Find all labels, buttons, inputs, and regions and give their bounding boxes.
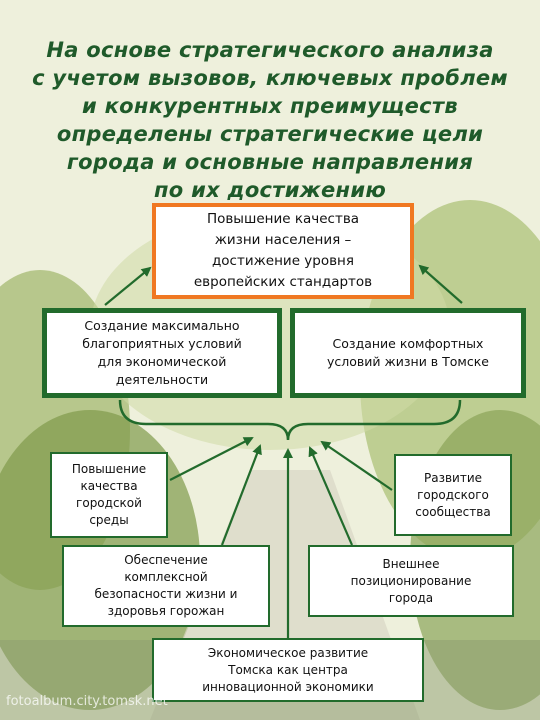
title-line: и конкурентных преимуществ (82, 94, 458, 118)
direction-line: среды (89, 513, 129, 527)
goal-line: достижение уровня (211, 253, 355, 269)
direction-line: здоровья горожан (107, 604, 225, 618)
direction-line: Обеспечение (124, 553, 208, 567)
brace (118, 399, 462, 441)
direction-line: Развитие (423, 470, 482, 485)
direction-line: Внешнее (382, 556, 440, 571)
goal-line: Повышение качества (206, 211, 360, 227)
page-title: На основе стратегического анализа с учет… (10, 36, 530, 204)
direction-line: Повышение (71, 462, 147, 476)
direction-box-economic-development: Экономическое развитие Томска как центра… (152, 638, 424, 702)
title-line: с учетом вызовов, ключевых проблем (32, 66, 508, 90)
title-line: по их достижению (153, 178, 387, 202)
direction-line: позиционирование (350, 573, 472, 588)
arrow-objective-right (418, 264, 463, 304)
direction-line: города (388, 590, 434, 605)
arrow-direction-2 (320, 440, 393, 491)
direction-line: инновационной экономики (202, 679, 374, 694)
objective-line: Создание максимально (84, 318, 240, 333)
title-line: определены стратегические цели (56, 122, 484, 146)
objective-box-economic: Создание максимально благоприятных услов… (42, 308, 282, 398)
objective-box-living: Создание комфортных условий жизни в Томс… (290, 308, 526, 398)
objective-line: деятельности (115, 372, 209, 387)
objective-line: Создание комфортных (332, 336, 484, 351)
direction-box-community: Развитие городского сообщества (394, 454, 512, 536)
goal-line: европейских стандартов (193, 274, 373, 290)
direction-line: сообщества (415, 504, 491, 519)
arrow-direction-4 (308, 446, 354, 546)
direction-line: комплексной (124, 570, 208, 584)
objective-line: благоприятных условий (82, 336, 242, 351)
arrow-objective-left (104, 266, 152, 306)
direction-line: Экономическое развитие (207, 645, 369, 660)
direction-box-urban-environment: Повышение качества городской среды (50, 452, 168, 538)
direction-line: безопасности жизни и (94, 587, 238, 601)
direction-line: Томска как центра (228, 662, 348, 677)
direction-box-positioning: Внешнее позиционирование города (308, 545, 514, 617)
direction-box-safety: Обеспечение комплексной безопасности жиз… (62, 545, 270, 627)
objective-line: условий жизни в Томске (327, 354, 489, 369)
goal-line: жизни населения – (214, 232, 352, 248)
direction-line: городского (417, 487, 489, 502)
arrow-direction-1 (169, 437, 254, 481)
objective-line: для экономической (97, 354, 227, 369)
direction-line: городской (76, 496, 142, 510)
direction-line: качества (80, 479, 138, 493)
watermark-text: fotoalbum.city.tomsk.net (6, 694, 168, 709)
strategic-goal-box: Повышение качества жизни населения – дос… (152, 203, 414, 299)
title-line: На основе стратегического анализа (46, 38, 494, 62)
arrow-direction-3 (220, 444, 262, 546)
title-line: города и основные направления (66, 150, 474, 174)
